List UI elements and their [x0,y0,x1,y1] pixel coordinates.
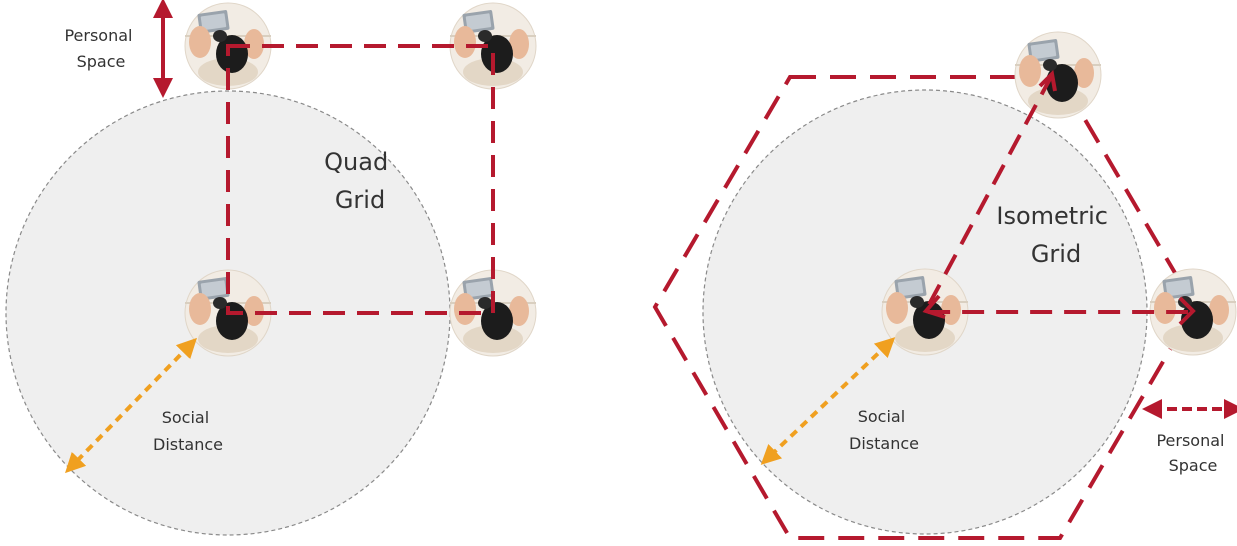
quad-title-line2: Grid [335,186,385,214]
quad-social-distance-label: Social Distance [153,408,223,454]
iso-grid-title: Isometric Grid [996,202,1115,268]
iso-social-line1: Social [858,407,905,426]
quad-grid-title: Quad Grid [324,148,396,214]
iso-social-line2: Distance [849,434,919,453]
quad-title-line1: Quad [324,148,388,176]
quad-personal-space-label: Personal Space [64,26,137,71]
quad-personal-line1: Personal [64,26,132,45]
quad-grid-square [226,44,495,315]
iso-personal-line2: Space [1169,456,1218,475]
iso-personal-space-label: Personal Space [1156,431,1229,475]
iso-grid-connector [921,74,1193,314]
isometric-grid-panel: Isometric Grid Social Distance Personal … [652,31,1237,540]
iso-social-distance-label: Social Distance [849,407,919,453]
person-icon-quad-top-right [449,2,537,90]
person-icon-iso-top [1014,31,1102,119]
iso-title-line1: Isometric [996,202,1108,230]
quad-personal-line2: Space [77,52,126,71]
iso-personal-line1: Personal [1156,431,1224,450]
iso-hexagon [652,75,1198,540]
quad-social-line2: Distance [153,435,223,454]
iso-title-line2: Grid [1031,240,1081,268]
quad-social-line1: Social [162,408,209,427]
quad-social-distance-arrow [65,337,197,474]
quad-grid-panel: Personal Space Quad Grid Social Distance [5,0,537,536]
